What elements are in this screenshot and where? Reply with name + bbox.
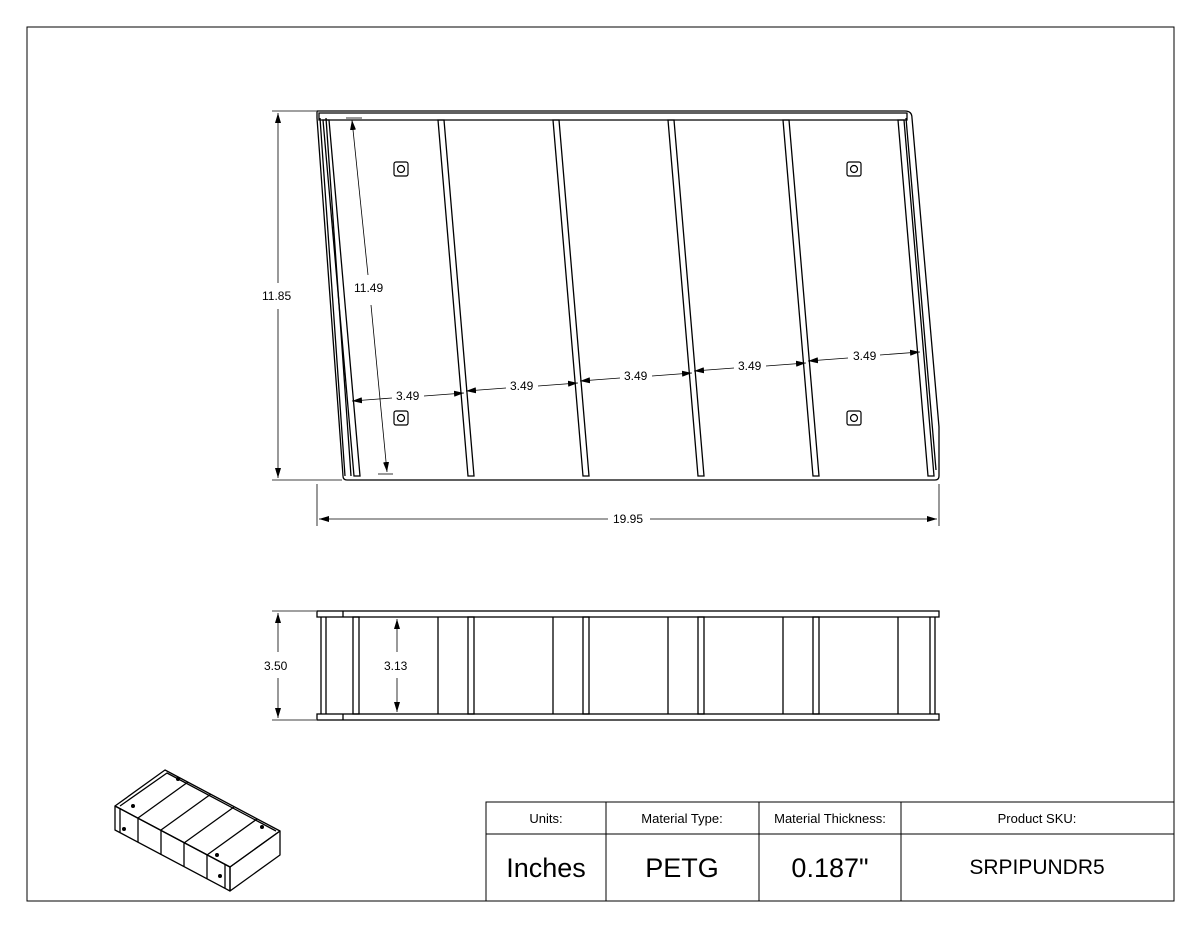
top-view-outline bbox=[316, 110, 940, 481]
boss-top-right bbox=[846, 161, 862, 177]
product-sku-label: Product SKU: bbox=[998, 811, 1077, 826]
iso-left-face bbox=[114, 805, 231, 892]
side-view-dimensions bbox=[272, 610, 400, 721]
side-divider-3 bbox=[582, 616, 590, 715]
dim-divider-length: 11.49 bbox=[354, 281, 383, 295]
material-type-value: PETG bbox=[645, 853, 719, 883]
product-sku-value: SRPIPUNDR5 bbox=[969, 856, 1104, 879]
top-rail bbox=[318, 112, 908, 121]
dim-overall-height: 11.85 bbox=[262, 289, 291, 303]
dim-spacing-5: 3.49 bbox=[853, 349, 877, 363]
top-view-dimensions bbox=[272, 110, 940, 526]
divider-6 bbox=[897, 119, 935, 477]
divider-2 bbox=[437, 119, 475, 477]
mount-bosses bbox=[393, 161, 862, 426]
side-right-wall bbox=[929, 617, 936, 714]
divider-5 bbox=[782, 119, 820, 477]
side-divider-4 bbox=[697, 616, 705, 715]
boss-bottom-right bbox=[846, 410, 862, 426]
left-wall bbox=[319, 117, 352, 477]
side-bottom-plate bbox=[316, 713, 940, 721]
side-divider-1 bbox=[352, 616, 360, 715]
divider-4 bbox=[667, 119, 705, 477]
boss-bottom-left bbox=[393, 410, 409, 426]
dim-inner-height: 3.13 bbox=[384, 659, 408, 673]
boss-top-left bbox=[393, 161, 409, 177]
side-divider-2 bbox=[467, 616, 475, 715]
top-view bbox=[316, 110, 940, 481]
material-type-label: Material Type: bbox=[641, 811, 722, 826]
iso-bosses bbox=[122, 777, 264, 878]
dim-spacing-3: 3.49 bbox=[624, 369, 648, 383]
dim-spacing-4: 3.49 bbox=[738, 359, 762, 373]
right-wall bbox=[905, 117, 937, 471]
title-block bbox=[485, 801, 1175, 902]
divider-3 bbox=[552, 119, 590, 477]
dim-spacing-1: 3.49 bbox=[396, 389, 420, 403]
units-label: Units: bbox=[529, 811, 562, 826]
side-top-plate bbox=[316, 610, 940, 618]
sheet-border bbox=[26, 26, 1175, 902]
side-left-wall bbox=[320, 617, 327, 714]
divider-1 bbox=[322, 119, 361, 477]
side-divider-5 bbox=[812, 616, 820, 715]
units-value: Inches bbox=[506, 853, 586, 883]
material-thickness-value: 0.187" bbox=[791, 853, 868, 883]
side-view bbox=[316, 610, 940, 721]
iso-right-face bbox=[229, 830, 281, 892]
material-thickness-label: Material Thickness: bbox=[774, 811, 886, 826]
dim-side-height: 3.50 bbox=[264, 659, 288, 673]
dim-spacing-2: 3.49 bbox=[510, 379, 534, 393]
isometric-view bbox=[114, 769, 281, 892]
dim-overall-width: 19.95 bbox=[613, 512, 643, 526]
